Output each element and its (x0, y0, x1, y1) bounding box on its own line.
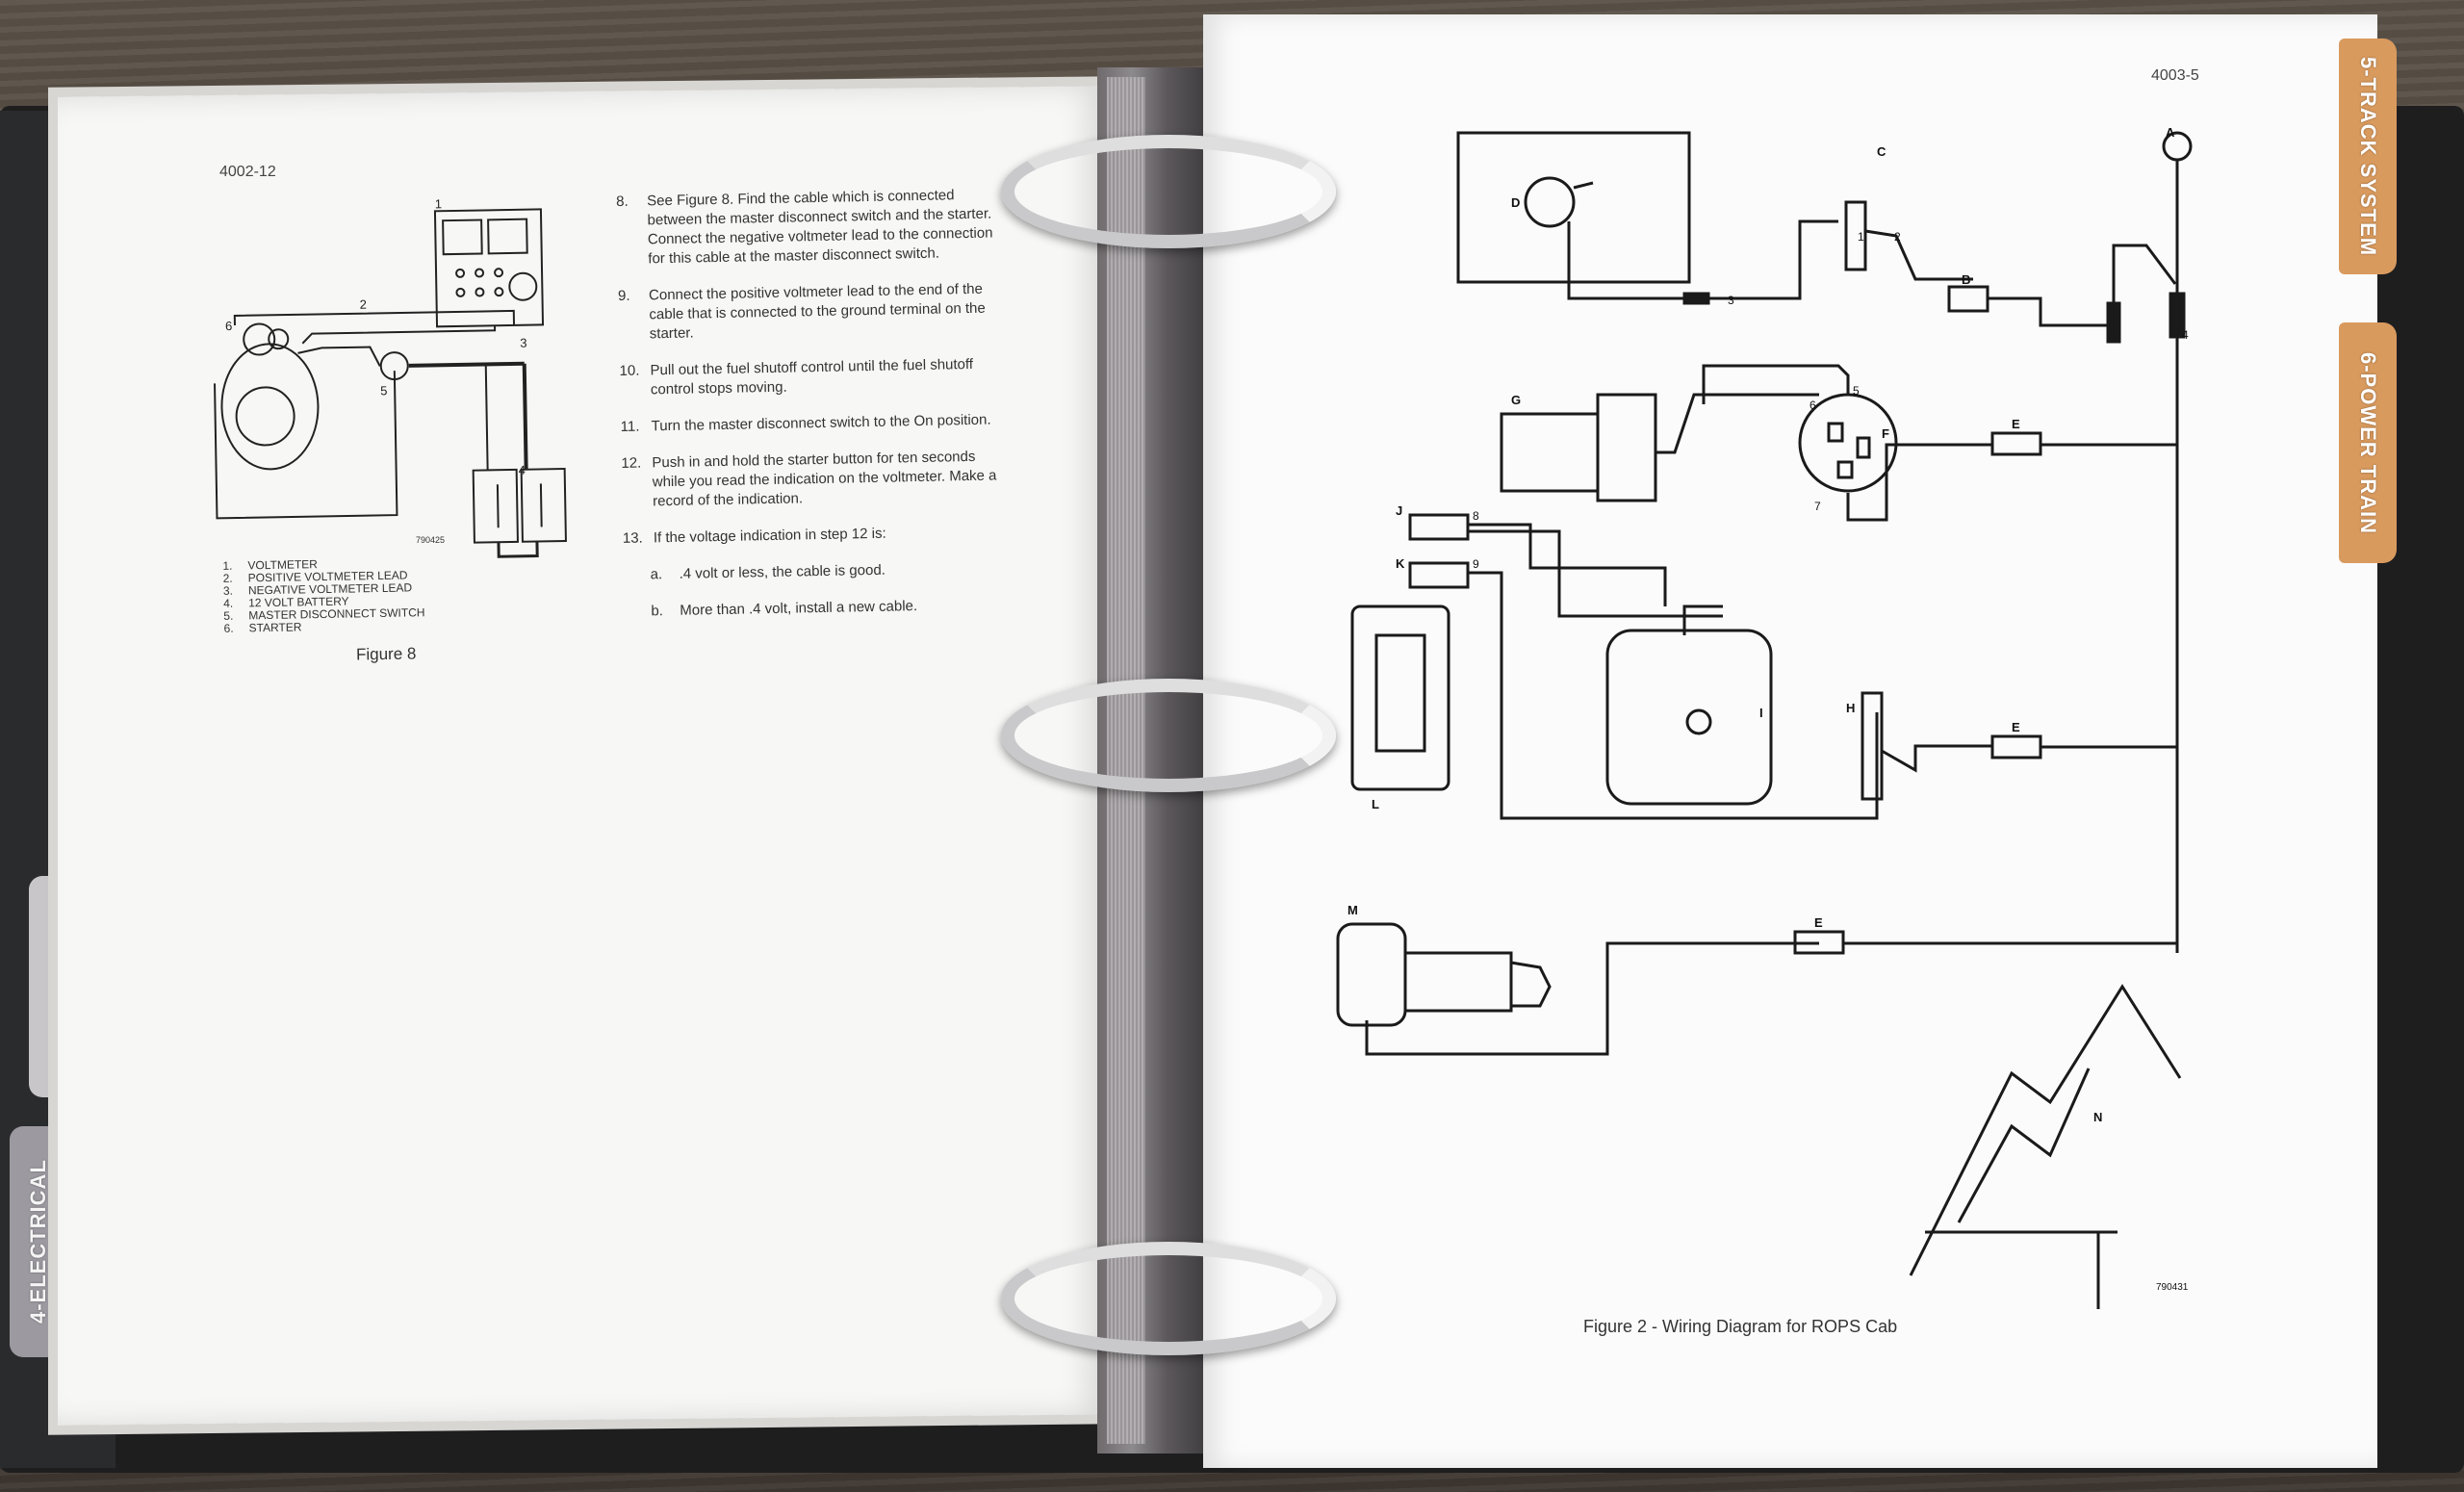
step-11: 11.Turn the master disconnect switch to … (620, 411, 991, 435)
label-h: H (1846, 701, 1855, 715)
voltmeter-icon (433, 208, 545, 328)
label-m: M (1348, 903, 1358, 917)
label-k: K (1396, 556, 1405, 571)
right-page (1203, 14, 2377, 1468)
dome-light-panel (1456, 131, 1691, 284)
relay-j (1408, 513, 1470, 541)
label-a: A (2166, 125, 2175, 140)
tab-power-train[interactable]: 6-POWER TRAIN (2339, 322, 2397, 563)
wire-2: 2 (1894, 230, 1901, 244)
step-13b: b.More than .4 volt, install a new cable… (651, 598, 918, 620)
figure-8-number: 790425 (416, 535, 446, 545)
binder-ring-middle (1001, 679, 1336, 792)
connector-b (1947, 285, 1989, 313)
switch-h (1861, 691, 1884, 801)
wire-6: 6 (1810, 399, 1816, 412)
connector-e1 (1990, 431, 2042, 456)
callout-5: 5 (380, 383, 387, 398)
callout-1: 1 (435, 196, 442, 211)
procedure-steps: 8.See Figure 8. Find the cable which is … (616, 185, 1010, 639)
heater-box-i (1605, 629, 1773, 806)
step-8: 8.See Figure 8. Find the cable which is … (616, 187, 993, 268)
step-13a: a..4 volt or less, the cable is good. (650, 561, 886, 583)
figure-2-number: 790431 (2156, 1282, 2189, 1293)
step-13: 13.If the voltage indication in step 12 … (622, 525, 886, 547)
figure-2-caption: Figure 2 - Wiring Diagram for ROPS Cab (1583, 1317, 1898, 1336)
label-f: F (1882, 426, 1889, 441)
tab-power-train-label: 6-POWER TRAIN (2356, 351, 2380, 534)
wire-5: 5 (1853, 384, 1860, 398)
wire-9: 9 (1473, 557, 1479, 571)
left-page-number: 4002-12 (219, 164, 276, 180)
figure-8-caption: Figure 8 (355, 644, 417, 664)
label-b: B (1962, 272, 1970, 287)
relay-k (1408, 561, 1470, 589)
label-l: L (1372, 797, 1379, 811)
step-9: 9.Connect the positive voltmeter lead to… (617, 280, 986, 343)
label-j: J (1396, 503, 1402, 518)
wire-7: 7 (1814, 500, 1821, 513)
callout-3: 3 (520, 336, 526, 350)
label-n: N (2093, 1110, 2102, 1124)
binder-ring-bottom (1001, 1242, 1336, 1355)
motor-g (1500, 412, 1600, 493)
wire-4: 4 (2182, 328, 2189, 342)
label-d: D (1511, 195, 1520, 210)
connector-e2 (1990, 734, 2042, 759)
tab-track-system[interactable]: 5-TRACK SYSTEM (2339, 39, 2397, 274)
tab-track-system-label: 5-TRACK SYSTEM (2356, 56, 2380, 257)
battery-icon (472, 468, 519, 544)
starter-icon (220, 343, 320, 471)
label-c: C (1877, 144, 1886, 159)
figure-8-diagram: 1 2 3 4 5 6 (214, 196, 567, 558)
callout-2: 2 (359, 297, 366, 312)
label-g: G (1511, 393, 1521, 407)
label-i: I (1759, 706, 1763, 720)
label-e3: E (1814, 915, 1823, 930)
callout-4: 4 (519, 463, 526, 477)
label-e2: E (2012, 720, 2020, 734)
wire-1: 1 (1858, 230, 1864, 244)
step-12: 12.Push in and hold the starter button f… (621, 448, 997, 510)
callout-6: 6 (225, 319, 232, 333)
figure-2-wiring-diagram: A B C D E E E F G H I J K L M N 1 2 3 4 … (1336, 125, 2193, 1309)
label-e1: E (2012, 417, 2020, 431)
wire-8: 8 (1473, 509, 1479, 523)
step-10: 10.Pull out the fuel shutoff control unt… (619, 355, 974, 399)
figure-8-legend: 1.VOLTMETER 2.POSITIVE VOLTMETER LEAD 3.… (222, 556, 424, 635)
binder-ring-top (1001, 135, 1336, 248)
right-page-number: 4003-5 (2151, 67, 2199, 84)
switch-c (1844, 200, 1867, 271)
panel-light-l (1350, 605, 1450, 791)
wire-3: 3 (1728, 294, 1734, 307)
wiper-motor-m (1336, 922, 1407, 1027)
